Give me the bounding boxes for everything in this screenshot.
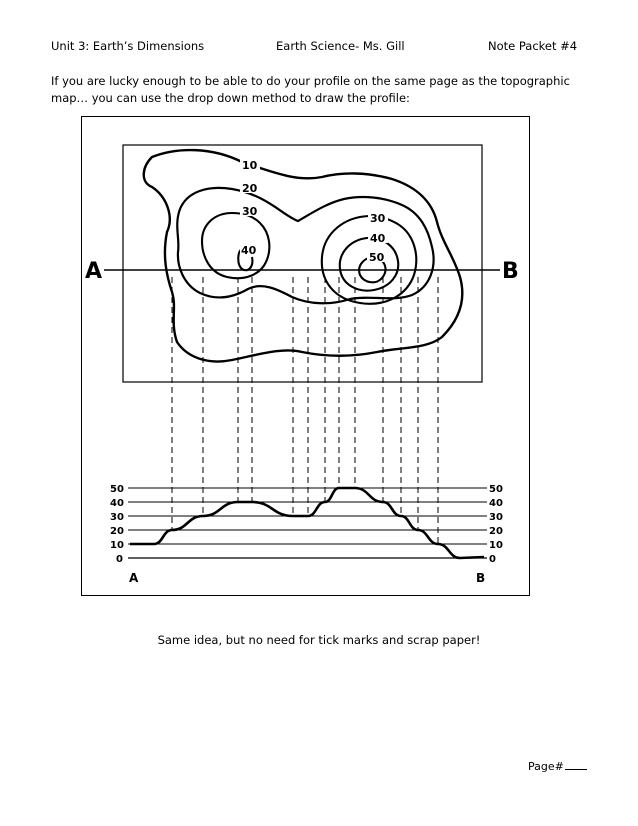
contour-line-30-left (200, 211, 271, 280)
elevation-label: 10 (110, 540, 124, 551)
contour-label: 40 (370, 232, 386, 245)
topographic-figure: 10 20 30 40 30 40 50 A B 50 40 30 20 10 … (85, 144, 519, 585)
header-unit-title: Unit 3: Earth’s Dimensions (51, 39, 205, 53)
contour-line-20 (176, 186, 435, 305)
profile-figure: 10 20 30 40 30 40 50 A B 50 40 30 20 10 … (81, 116, 530, 596)
profile-label-a: A (129, 571, 139, 585)
contour-label: 20 (242, 182, 258, 195)
header-course: Earth Science- Ms. Gill (276, 39, 405, 53)
contour-line-40-right (338, 236, 400, 292)
contour-label: 30 (242, 205, 258, 218)
contour-label: 30 (370, 212, 386, 225)
elevation-label: 0 (116, 554, 123, 565)
elevation-labels-left: 50 40 30 20 10 0 (110, 484, 124, 565)
contour-line-10 (142, 148, 464, 363)
figure-caption: Same idea, but no need for tick marks an… (157, 633, 481, 647)
contour-line-30-right (320, 214, 418, 305)
intro-paragraph: If you are lucky enough to be able to do… (51, 74, 570, 105)
elevation-label: 10 (489, 540, 503, 551)
profile-label-b: B (476, 571, 485, 585)
contour-line-40-left (237, 248, 254, 272)
contour-line-50 (358, 255, 387, 284)
header-packet-number: Note Packet #4 (488, 39, 578, 53)
contour-label: 40 (241, 244, 257, 257)
elevation-label: 50 (110, 484, 124, 495)
section-label-a: A (85, 259, 102, 284)
elevation-label: 40 (110, 498, 124, 509)
elevation-label: 30 (110, 512, 124, 523)
profile-curve (130, 486, 485, 560)
map-frame (122, 144, 483, 383)
elevation-label: 50 (489, 484, 503, 495)
contour-label: 10 (242, 159, 258, 172)
section-label-b: B (502, 259, 519, 284)
elevation-label: 30 (489, 512, 503, 523)
elevation-label: 40 (489, 498, 503, 509)
contour-label: 50 (369, 251, 385, 264)
elevation-label: 20 (489, 526, 503, 537)
elevation-label: 20 (110, 526, 124, 537)
drop-lines (171, 277, 439, 544)
elevation-label: 0 (489, 554, 496, 565)
elevation-labels-right: 50 40 30 20 10 0 (489, 484, 503, 565)
page-number-label: Page# (528, 760, 564, 773)
profile-grid (128, 487, 487, 559)
page-number: Page# (528, 758, 587, 773)
page-number-blank (564, 758, 587, 770)
